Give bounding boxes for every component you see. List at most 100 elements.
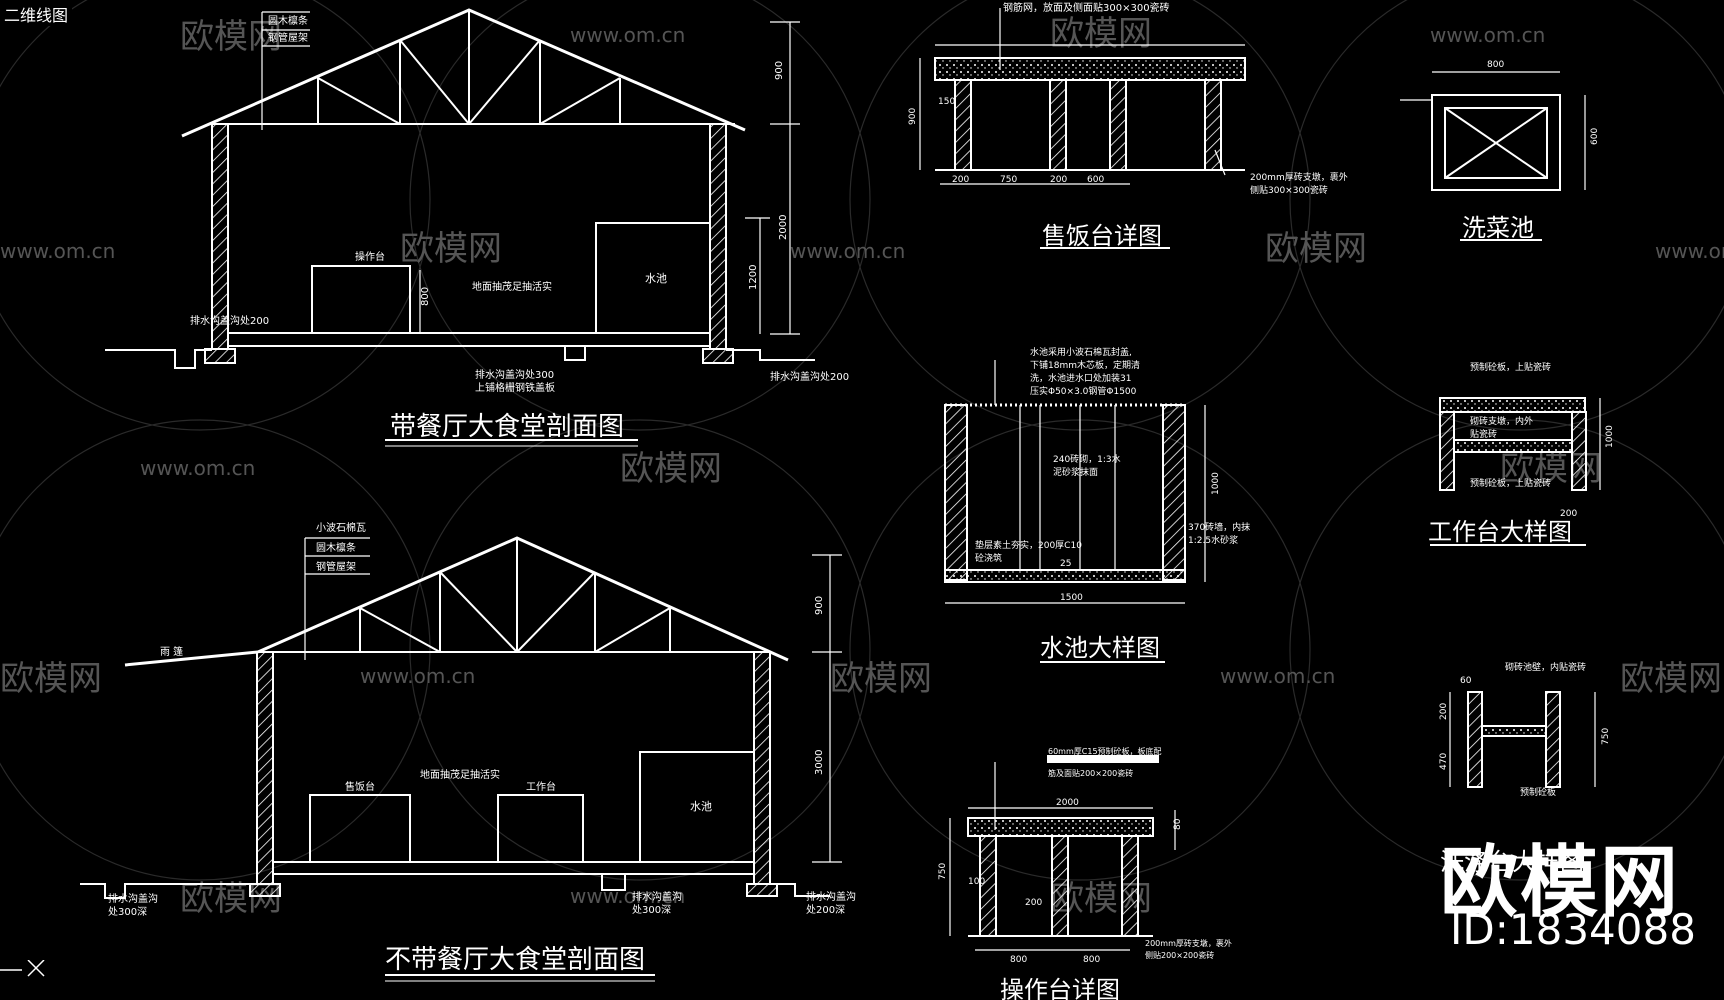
- watermark-logo: 欧模网: [0, 659, 102, 699]
- washing-bench-labels: 砌砖池壁，内贴瓷砖 60 200 470 750 预制砼板: [1439, 661, 1611, 798]
- dim-label: 600: [1590, 128, 1600, 145]
- drawing-title: 操作台详图: [1000, 976, 1120, 1000]
- dim-label: 2000: [1056, 798, 1079, 808]
- workbench-drawing: [1430, 397, 1601, 546]
- brand-id: ID:1834088: [1450, 905, 1696, 954]
- section-without-dining: [80, 536, 842, 982]
- dim-label: 2000: [778, 215, 789, 240]
- serving-label: 售饭台: [345, 780, 375, 793]
- drawing-title: 水池大样图: [1040, 634, 1160, 662]
- note: 预制砼板: [1520, 786, 1556, 798]
- drawing-title: 不带餐厅大食堂剖面图: [385, 945, 645, 975]
- drain-label: 处300深: [632, 904, 671, 916]
- dim-label: 200: [952, 175, 969, 185]
- dim-label: 200: [1439, 703, 1449, 720]
- dim-label: 1000: [1211, 472, 1221, 495]
- dim-label: 200: [1560, 509, 1577, 519]
- view-mode-tag[interactable]: 二维线图: [0, 2, 73, 26]
- dim-label: 900: [814, 596, 825, 615]
- dim-label: 800: [420, 287, 431, 306]
- dim-label: 100: [968, 877, 985, 887]
- watermark-logo: 欧模网: [180, 17, 282, 57]
- brand-logo: 欧模网: [1440, 838, 1681, 928]
- dim-label: 1200: [748, 265, 759, 290]
- serving-counter-drawing: [919, 8, 1246, 249]
- watermark-url: www.om.cn: [140, 456, 255, 480]
- watermark-logo: 欧模网: [1265, 229, 1367, 269]
- drawing-title: 洗涤台大样图: [1440, 848, 1584, 876]
- dim-label: 750: [938, 863, 948, 880]
- dim-label: 200: [1050, 175, 1067, 185]
- note: 水池采用小波石棉瓦封盖,: [1030, 346, 1132, 358]
- note: 垫层素土夯实，200厚C10: [975, 539, 1082, 551]
- roof-label: 圆木檩条: [316, 541, 356, 554]
- note: 200mm厚砖支墩，裹外: [1145, 938, 1232, 948]
- dim-label: 900: [908, 108, 918, 125]
- drain-label: 排水沟盖沟处200: [190, 314, 269, 327]
- dim-label: 800: [1010, 955, 1027, 965]
- watermark-logo: 欧模网: [400, 229, 502, 269]
- roof-label: 钢管屋架: [268, 31, 308, 44]
- roof-label: 圆木檩条: [268, 14, 308, 27]
- wash-basin-labels: 800 600 洗菜池: [1462, 60, 1600, 242]
- washing-bench-drawing: [1449, 691, 1596, 788]
- canopy-label: 雨 篷: [160, 645, 183, 658]
- dim-label: 470: [1439, 753, 1449, 770]
- drawing-title: 带餐厅大食堂剖面图: [390, 412, 624, 442]
- watermark-logo: 欧模网: [1620, 659, 1722, 699]
- drain-label: 排水沟盖沟处300: [475, 368, 554, 381]
- dim-label: 900: [774, 61, 785, 80]
- section-with-dining-labels: 圆木檩条 钢管屋架 900 2000 1200 操作台 800 水池 地面抽茂足…: [190, 14, 849, 442]
- drain-label: 排水沟盖沟: [108, 892, 158, 905]
- note: 下铺18mm木芯板，定期清: [1030, 359, 1140, 371]
- note: 砌砖池壁，内贴瓷砖: [1505, 661, 1586, 673]
- note: 钢筋网，放面及侧面贴300×300瓷砖: [1003, 1, 1170, 14]
- dim-label: 80: [1173, 818, 1183, 830]
- watermark-url: www.om.cn: [790, 239, 905, 263]
- sink-label: 水池: [690, 800, 712, 813]
- drain-label: 排水沟盖沟: [806, 890, 856, 903]
- drawing-title: 工作台大样图: [1428, 518, 1572, 546]
- note: 砌砖支墩，内外: [1470, 415, 1533, 427]
- note: 200mm厚砖支墩，裹外: [1250, 171, 1348, 183]
- watermark-url: www.om.cn: [1655, 239, 1724, 263]
- sink-label: 水池: [645, 272, 667, 285]
- watermark-url: www.om.cn: [1430, 23, 1545, 47]
- serving-counter-labels: 钢筋网，放面及侧面贴300×300瓷砖 900 150 200 750 200 …: [908, 1, 1348, 250]
- dim-label: 750: [1000, 175, 1017, 185]
- drain-label: 上铺格栅钢铁盖板: [475, 381, 555, 394]
- watermark-url: www.om.cn: [360, 664, 475, 688]
- note: 侧贴300×300瓷砖: [1250, 184, 1328, 196]
- drain-label: 处200深: [806, 904, 845, 916]
- water-tank-drawing: [944, 360, 1206, 663]
- note: 240砖砌，1:3水: [1053, 453, 1121, 465]
- watermark-logo: 欧模网: [620, 449, 722, 489]
- dim-label: 1500: [1060, 593, 1083, 603]
- water-tank-labels: 水池采用小波石棉瓦封盖, 下铺18mm木芯板，定期清 洗，水池进水口处加装31 …: [975, 346, 1250, 662]
- watermark-logo: 欧模网: [1050, 14, 1152, 54]
- watermark-url: www.om.cn: [570, 884, 685, 908]
- operating-counter-labels: 60mm厚C15预制砼板，板底配 筋及面贴200×200瓷砖 2000 80 7…: [938, 746, 1232, 1000]
- ucs-icon: [0, 960, 45, 977]
- roof-label: 小波石棉瓦: [316, 521, 366, 534]
- note: 1:2.5水砂浆: [1188, 534, 1238, 546]
- watermark-logo: 欧模网: [830, 659, 932, 699]
- dim-label: 60: [1460, 676, 1472, 686]
- counter-label: 操作台: [355, 250, 385, 263]
- floor-label: 地面抽茂足抽活实: [472, 280, 552, 293]
- drain-label: 排水沟盖沟: [632, 890, 682, 903]
- section-with-dining: [105, 8, 815, 447]
- dim-label: 200: [1025, 898, 1042, 908]
- wash-basin-drawing: [1400, 71, 1586, 241]
- drawing-title: 售饭台详图: [1042, 222, 1162, 250]
- drawing-title: 洗菜池: [1462, 214, 1534, 242]
- dim-label: 750: [1601, 728, 1611, 745]
- dim-label: 800: [1487, 60, 1504, 70]
- note: 泥砂浆抹面: [1053, 466, 1098, 478]
- note: 60mm厚C15预制砼板，板底配: [1048, 746, 1162, 756]
- floor-label: 地面抽茂足抽活实: [420, 768, 500, 781]
- dim-label: 25: [1060, 559, 1071, 569]
- watermark-texts: 欧模网 www.om.cn 欧模网 www.om.cn www.om.cn 欧模…: [0, 14, 1724, 919]
- dim-label: 600: [1087, 175, 1104, 185]
